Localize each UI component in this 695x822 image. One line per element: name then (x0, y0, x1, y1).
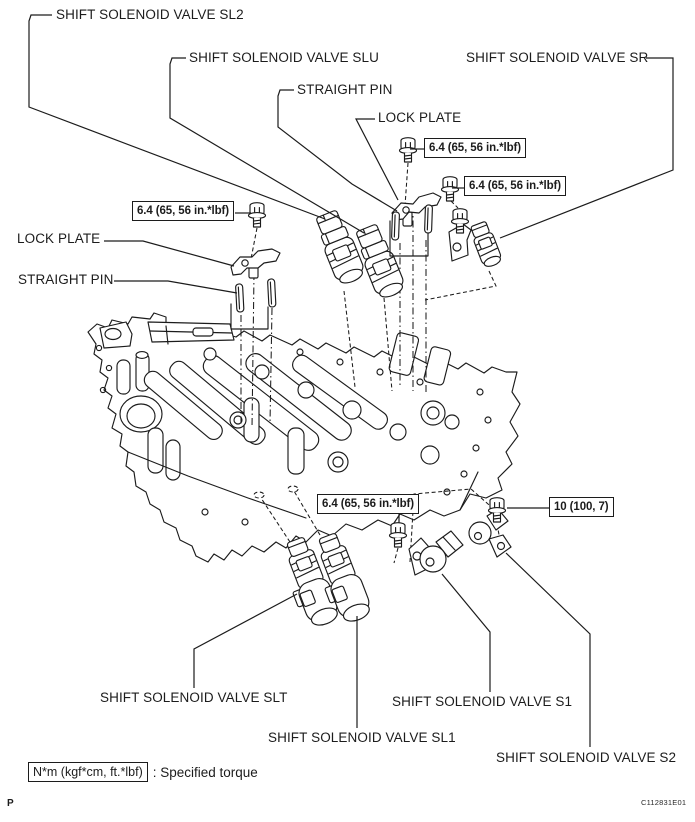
torque-legend: N*m (kgf*cm, ft.*lbf) : Specified torque (28, 762, 258, 782)
centerline-icon (269, 307, 273, 425)
lock-plate-top-drawing (389, 192, 442, 257)
label-straight-pin-top: STRAIGHT PIN (297, 82, 393, 97)
torque-box: 6.4 (65, 56 in.*lbf) (317, 494, 419, 514)
leader-straight-pin-left (114, 280, 238, 294)
torque-box: 6.4 (65, 56 in.*lbf) (464, 176, 566, 196)
label-lock-plate-left: LOCK PLATE (17, 231, 101, 246)
label-shift-solenoid-valve-slt: SHIFT SOLENOID VALVE SLT (100, 690, 288, 705)
leader-s1 (441, 573, 491, 692)
leader-sl2 (28, 14, 326, 220)
bolt-icon (388, 522, 408, 548)
solenoid-s2-drawing (468, 508, 512, 558)
figure-code: C112831E01 (641, 798, 687, 807)
label-straight-pin-left: STRAIGHT PIN (18, 272, 114, 287)
lock-plate-left-drawing (230, 248, 281, 330)
label-lock-plate-top: LOCK PLATE (378, 110, 462, 125)
bolt-icon (398, 137, 418, 163)
leader-lines (28, 14, 674, 747)
torque-box: 6.4 (65, 56 in.*lbf) (424, 138, 526, 158)
torque-legend-description: : Specified torque (152, 764, 258, 780)
label-shift-solenoid-valve-slu: SHIFT SOLENOID VALVE SLU (189, 50, 379, 65)
straight-pin-top-right-drawing (423, 204, 434, 234)
leader-slu (169, 57, 365, 234)
label-shift-solenoid-valve-sr: SHIFT SOLENOID VALVE SR (466, 50, 649, 65)
leader-straight-pin-top (277, 89, 398, 212)
page-marker: P (7, 798, 14, 809)
label-shift-solenoid-valve-sl1: SHIFT SOLENOID VALVE SL1 (268, 730, 456, 745)
label-shift-solenoid-valve-sl2: SHIFT SOLENOID VALVE SL2 (56, 7, 244, 22)
leader-lock-plate-left (104, 240, 235, 267)
straight-pin-left-b-drawing (266, 278, 277, 308)
torque-box: 6.4 (65, 56 in.*lbf) (132, 201, 234, 221)
torque-unit-box: N*m (kgf*cm, ft.*lbf) (28, 762, 148, 782)
centerline-icon (251, 272, 255, 429)
straight-pin-left-a-drawing (234, 283, 245, 313)
leader-slt (193, 593, 298, 688)
solenoid-sl2-drawing (311, 207, 368, 288)
solenoid-s1-drawing (408, 530, 464, 576)
torque-box: 10 (100, 7) (549, 497, 614, 517)
label-shift-solenoid-valve-s2: SHIFT SOLENOID VALVE S2 (496, 750, 677, 765)
valve-body-drawing (87, 312, 521, 563)
bolt-icon (247, 202, 267, 228)
straight-pin-top-left-drawing (390, 211, 401, 241)
leader-sr (499, 57, 674, 239)
label-shift-solenoid-valve-s1: SHIFT SOLENOID VALVE S1 (392, 694, 573, 709)
bolt-icon (440, 176, 460, 202)
leader-lock-plate-top (355, 118, 399, 201)
leader-s2 (505, 552, 591, 747)
